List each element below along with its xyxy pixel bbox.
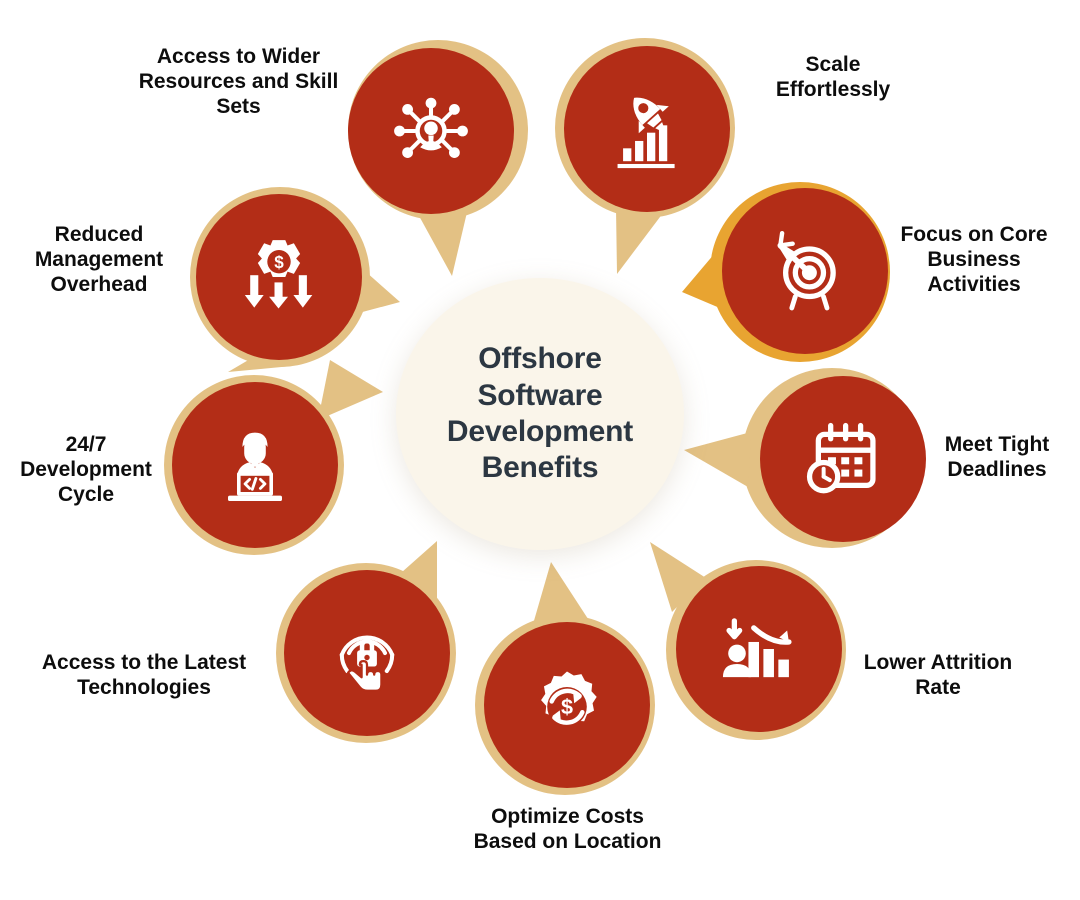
- gear-dollar-cycle-icon: $: [522, 660, 612, 750]
- target-arrow-icon: [761, 227, 849, 315]
- node-circle-lower-attrition-rate[interactable]: [676, 566, 842, 732]
- node-circle-optimize-costs[interactable]: $: [484, 622, 650, 788]
- calendar-clock-icon: [799, 415, 887, 503]
- touch-lock-wireless-icon: [322, 608, 412, 698]
- node-label-latest-technologies: Access to the Latest Technologies: [41, 651, 247, 700]
- node-label-wider-resources: Access to Wider Resources and Skill Sets: [138, 45, 339, 119]
- node-label-scale-effortlessly: Scale Effortlessly: [775, 53, 891, 102]
- node-label-focus-core-business: Focus on Core Business Activities: [900, 223, 1048, 297]
- developer-laptop-code-icon: [210, 420, 300, 510]
- svg-text:$: $: [561, 694, 573, 719]
- center-title: Offshore Software Development Benefits: [446, 342, 634, 485]
- network-people-icon: [386, 86, 476, 176]
- node-label-development-cycle: 24/7 Development Cycle: [20, 433, 152, 507]
- center-hub: Offshore Software Development Benefits: [396, 278, 684, 550]
- node-circle-focus-core-business[interactable]: [722, 188, 888, 354]
- node-circle-development-cycle[interactable]: [172, 382, 338, 548]
- rocket-growth-chart-icon: [601, 83, 693, 175]
- node-circle-meet-tight-deadlines[interactable]: [760, 376, 926, 542]
- svg-text:$: $: [274, 253, 284, 272]
- node-label-optimize-costs: Optimize Costs Based on Location: [473, 805, 662, 854]
- node-circle-reduced-management[interactable]: $: [196, 194, 362, 360]
- node-circle-latest-technologies[interactable]: [284, 570, 450, 736]
- node-label-meet-tight-deadlines: Meet Tight Deadlines: [944, 433, 1050, 482]
- gear-dollar-down-arrows-icon: $: [234, 232, 324, 322]
- node-label-lower-attrition-rate: Lower Attrition Rate: [863, 651, 1013, 700]
- node-label-reduced-management: Reduced Management Overhead: [34, 223, 164, 297]
- bubble-left-upper-secondary: [228, 352, 292, 372]
- node-circle-scale-effortlessly[interactable]: [564, 46, 730, 212]
- node-circle-wider-resources[interactable]: [348, 48, 514, 214]
- declining-bar-chart-person-icon: [715, 605, 803, 693]
